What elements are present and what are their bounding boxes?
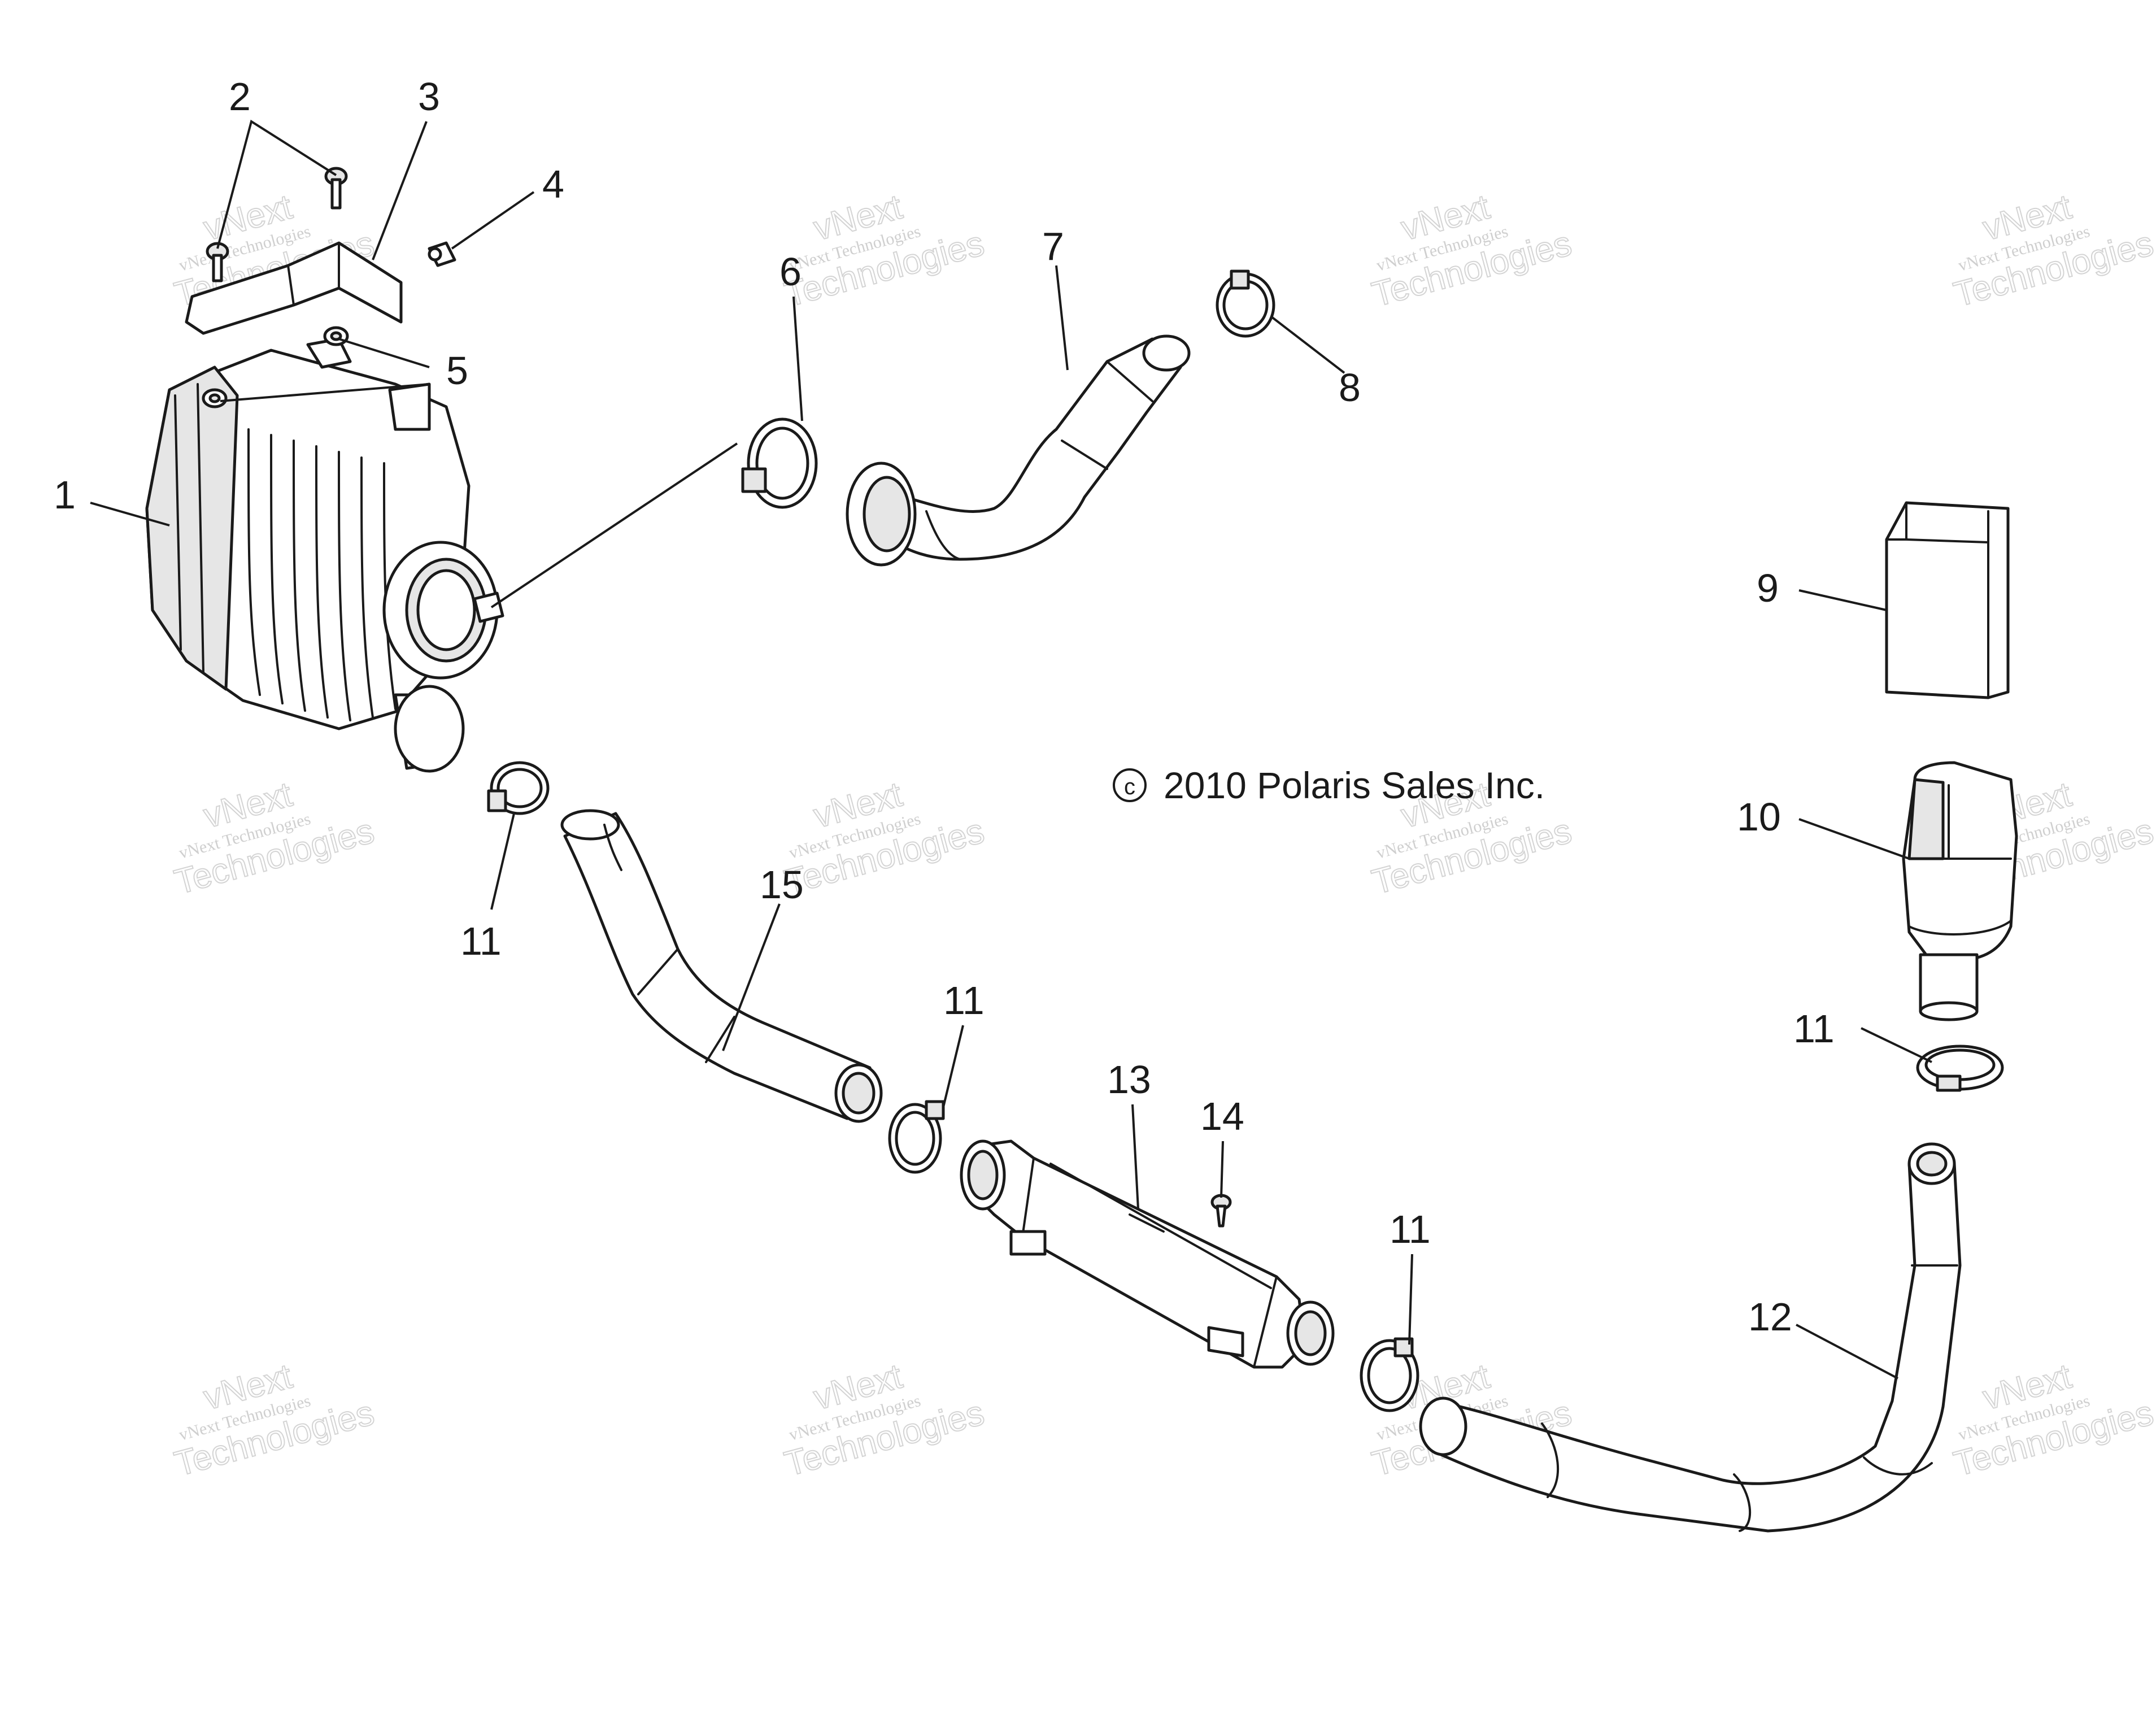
watermark: vNext vNext Technologies Technologies (170, 775, 378, 903)
leader-6 (792, 296, 803, 421)
leader-3 (372, 121, 428, 260)
leader-11d (1408, 1254, 1413, 1345)
copyright-symbol: c (1124, 775, 1135, 799)
callout-11c: 11 (1793, 1007, 1835, 1051)
air-box-part[interactable] (145, 337, 504, 773)
leader-5b (220, 383, 430, 402)
leader-7 (1055, 265, 1069, 371)
watermark: vNext vNext Technologies Technologies (1949, 1356, 2156, 1485)
callout-14: 14 (1200, 1094, 1244, 1138)
screw-part[interactable] (1210, 1194, 1232, 1228)
leader-lines (90, 119, 1932, 1380)
callout-4: 4 (542, 162, 564, 206)
copyright-text: 2010 Polaris Sales Inc. (1164, 764, 1545, 806)
hose-clamp-part[interactable] (487, 761, 550, 815)
callout-6: 6 (779, 250, 802, 294)
hose-clamp-part[interactable] (741, 417, 818, 509)
hose-clamp-part[interactable] (1216, 269, 1275, 338)
intake-housing-part[interactable] (1902, 761, 2018, 1021)
copyright-circle (1113, 768, 1147, 802)
callouts: 1 2 3 4 5 6 7 8 9 10 11 11 11 11 12 13 1… (54, 75, 1835, 1339)
watermark: vNext vNext Technologies Technologies (1367, 187, 1576, 315)
leader-12 (1796, 1324, 1898, 1380)
callout-2: 2 (229, 75, 251, 119)
callout-10: 10 (1737, 795, 1781, 839)
leader-2 (216, 119, 337, 249)
nut-part[interactable] (202, 388, 228, 408)
leader-8 (1270, 315, 1345, 374)
leader-14 (1220, 1141, 1224, 1198)
callout-3: 3 (418, 75, 440, 119)
foam-block-part[interactable] (1885, 501, 2010, 699)
nut-part[interactable] (323, 326, 349, 346)
bolt-part[interactable] (206, 242, 229, 282)
callout-15: 15 (760, 863, 804, 907)
resonator-part[interactable] (960, 1139, 1335, 1369)
outlet-duct-part[interactable] (1419, 1142, 1962, 1533)
callout-12: 12 (1748, 1295, 1792, 1339)
hose-clamp-part[interactable] (1916, 1045, 2004, 1092)
leader-6b (490, 442, 738, 608)
leader-1 (90, 502, 170, 527)
hose-clamp-part[interactable] (1360, 1337, 1419, 1412)
intake-duct-part[interactable] (560, 809, 883, 1123)
leader-11c (1861, 1027, 1932, 1063)
callout-7: 7 (1042, 224, 1064, 268)
watermark: vNext vNext Technologies Technologies (780, 1356, 988, 1485)
callout-13: 13 (1107, 1058, 1151, 1102)
callout-11a: 11 (460, 919, 502, 963)
leader-11b (942, 1025, 964, 1108)
leader-11a (490, 813, 515, 910)
watermark: vNext vNext Technologies Technologies (170, 1356, 378, 1485)
copyright-notice: c 2010 Polaris Sales Inc. (1113, 764, 1545, 806)
callout-11d: 11 (1390, 1207, 1431, 1251)
leader-5 (338, 338, 430, 368)
leader-9 (1798, 589, 1887, 611)
callout-5: 5 (446, 349, 468, 393)
intake-duct-part[interactable] (846, 334, 1191, 567)
leader-15 (722, 903, 781, 1051)
bracket-part[interactable] (185, 241, 403, 335)
leader-10 (1798, 818, 1910, 860)
callout-1: 1 (54, 473, 76, 517)
watermark: vNext vNext Technologies Technologies (1949, 187, 2156, 315)
hose-clamp-part[interactable] (888, 1100, 945, 1174)
push-rivet-part[interactable] (428, 241, 456, 267)
leader-4 (451, 191, 535, 250)
callout-9: 9 (1757, 566, 1779, 610)
callout-8: 8 (1339, 366, 1361, 410)
leader-13 (1131, 1104, 1139, 1209)
callout-11b: 11 (943, 978, 985, 1023)
